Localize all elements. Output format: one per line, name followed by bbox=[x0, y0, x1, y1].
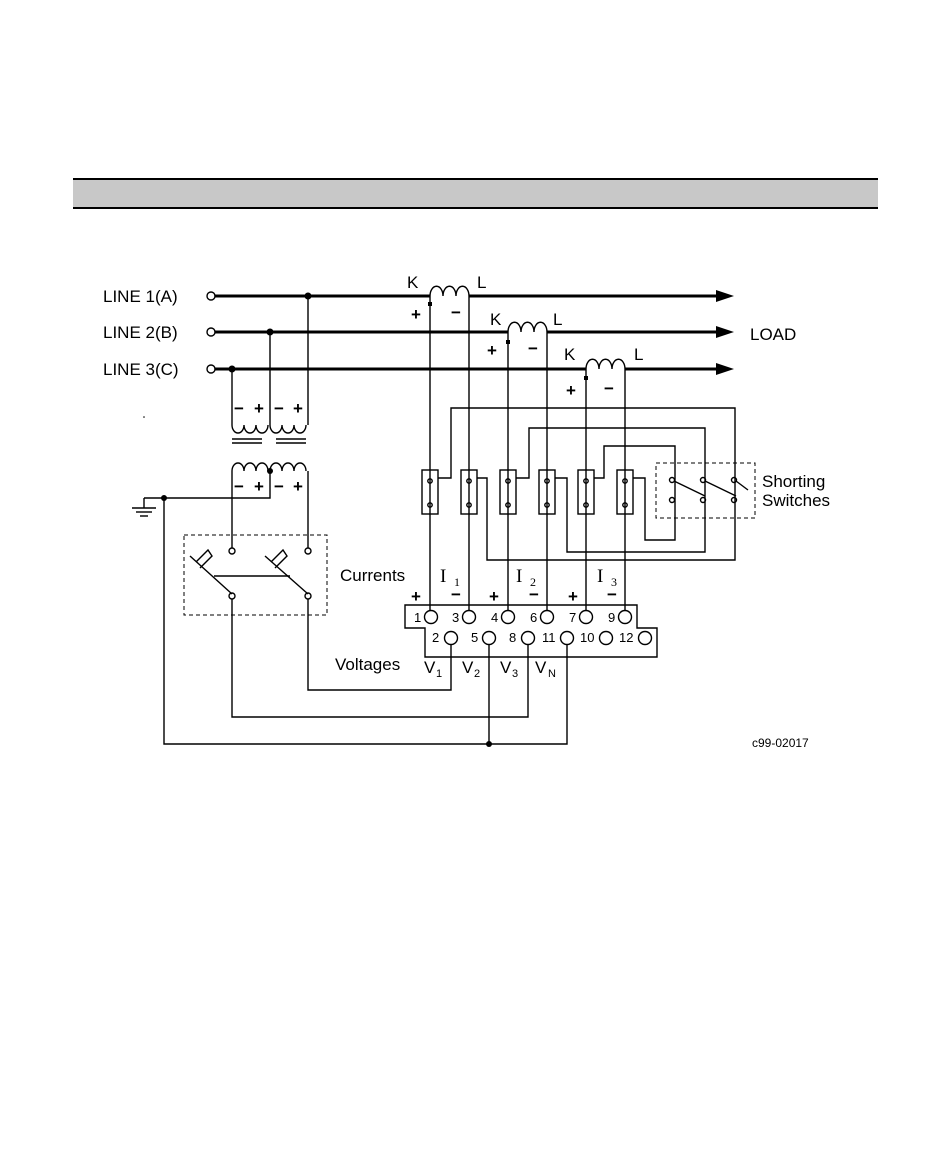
line-2-label: LINE 2(B) bbox=[103, 323, 178, 342]
terminal-4 bbox=[502, 611, 515, 624]
ct1-k-label: K bbox=[407, 273, 419, 292]
currents-label: Currents bbox=[340, 566, 405, 585]
line-3-conductor bbox=[215, 359, 734, 375]
figure-code: c99-02017 bbox=[752, 736, 809, 750]
ct2-minus: − bbox=[528, 339, 538, 358]
voltage-wiring bbox=[164, 498, 567, 747]
vt1-primary-minus: − bbox=[234, 399, 244, 418]
voltage-v2-sub: 2 bbox=[474, 668, 480, 680]
voltages-label: Voltages bbox=[335, 655, 400, 674]
fuse-switch-box bbox=[184, 535, 327, 615]
terminal-3-number: 3 bbox=[452, 610, 459, 625]
voltage-v3-symbol: V bbox=[500, 658, 512, 677]
i1-plus: + bbox=[411, 587, 421, 606]
terminal-3 bbox=[463, 611, 476, 624]
vt2-secondary-minus: − bbox=[274, 477, 284, 496]
vt2-secondary-plus: + bbox=[293, 477, 303, 496]
ground-icon bbox=[132, 498, 164, 516]
current-i3-symbol: I bbox=[597, 566, 603, 587]
voltage-v2-symbol: V bbox=[462, 658, 474, 677]
terminal-6-number: 6 bbox=[530, 610, 537, 625]
terminal-bottom-row: 2 5 8 11 10 12 bbox=[432, 630, 652, 645]
i1-minus: − bbox=[451, 585, 461, 604]
current-i1-symbol: I bbox=[440, 566, 446, 587]
line-3-terminal bbox=[207, 365, 215, 373]
terminal-10 bbox=[600, 632, 613, 645]
i3-plus: + bbox=[568, 587, 578, 606]
i2-minus: − bbox=[529, 585, 539, 604]
line-3-label: LINE 3(C) bbox=[103, 360, 179, 379]
terminal-1 bbox=[425, 611, 438, 624]
terminal-2 bbox=[445, 632, 458, 645]
terminal-4-number: 4 bbox=[491, 610, 498, 625]
ct-leads bbox=[428, 296, 625, 610]
shorting-label-line-1: Shorting bbox=[762, 472, 825, 491]
voltage-v1-symbol: V bbox=[424, 658, 436, 677]
voltage-vn-sub: N bbox=[548, 668, 556, 680]
vt1-primary-plus: + bbox=[254, 399, 264, 418]
terminal-8 bbox=[522, 632, 535, 645]
ct2-k-label: K bbox=[490, 310, 502, 329]
ct3-plus: + bbox=[566, 381, 576, 400]
vt1-secondary-plus: + bbox=[254, 477, 264, 496]
ct2-plus: + bbox=[487, 341, 497, 360]
voltage-v3-sub: 3 bbox=[512, 668, 518, 680]
shorting-label-line-2: Switches bbox=[762, 491, 830, 510]
terminal-11-number: 11 bbox=[542, 630, 556, 645]
terminal-5 bbox=[483, 632, 496, 645]
ct3-k-label: K bbox=[564, 345, 576, 364]
ct3-l-label: L bbox=[634, 345, 643, 364]
stray-dot bbox=[143, 416, 145, 418]
terminal-11 bbox=[561, 632, 574, 645]
terminal-8-number: 8 bbox=[509, 630, 516, 645]
i2-plus: + bbox=[489, 587, 499, 606]
load-label: LOAD bbox=[750, 325, 796, 344]
ct1-plus: + bbox=[411, 305, 421, 324]
line-1-label: LINE 1(A) bbox=[103, 287, 178, 306]
vt2-primary-minus: − bbox=[274, 399, 284, 418]
ct1-l-label: L bbox=[477, 273, 486, 292]
i3-minus: − bbox=[607, 585, 617, 604]
terminal-7 bbox=[580, 611, 593, 624]
line-2-terminal bbox=[207, 328, 215, 336]
terminal-9-number: 9 bbox=[608, 610, 615, 625]
terminal-12 bbox=[639, 632, 652, 645]
terminal-12-number: 12 bbox=[619, 630, 633, 645]
ct3-minus: − bbox=[604, 379, 614, 398]
shorting-blocks bbox=[422, 470, 633, 514]
current-i2-symbol: I bbox=[516, 566, 522, 587]
terminal-2-number: 2 bbox=[432, 630, 439, 645]
terminal-top-row: 1 3 4 6 7 9 bbox=[414, 610, 632, 625]
line-1-terminal bbox=[207, 292, 215, 300]
line-2-conductor bbox=[215, 322, 734, 338]
terminal-10-number: 10 bbox=[580, 630, 594, 645]
terminal-5-number: 5 bbox=[471, 630, 478, 645]
line-1-conductor bbox=[215, 286, 734, 302]
voltage-v1-sub: 1 bbox=[436, 668, 442, 680]
vt2-primary-plus: + bbox=[293, 399, 303, 418]
ct1-minus: − bbox=[451, 303, 461, 322]
terminal-7-number: 7 bbox=[569, 610, 576, 625]
terminal-9 bbox=[619, 611, 632, 624]
terminal-6 bbox=[541, 611, 554, 624]
terminal-1-number: 1 bbox=[414, 610, 421, 625]
voltage-vn-symbol: V bbox=[535, 658, 547, 677]
ct2-l-label: L bbox=[553, 310, 562, 329]
vt1-secondary-minus: − bbox=[234, 477, 244, 496]
